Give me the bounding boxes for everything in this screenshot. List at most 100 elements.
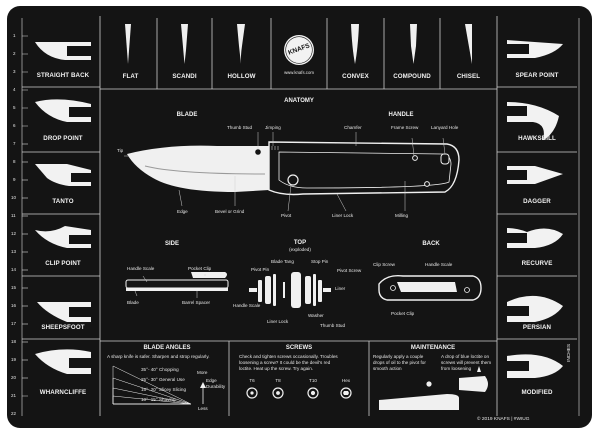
- maint-note2-2: screws will prevent them: [441, 360, 492, 365]
- part-milling: Milling: [395, 213, 409, 218]
- blade-heading: BLADE: [176, 112, 198, 118]
- maint-note2-1: A drop of blue loctite on: [441, 354, 490, 359]
- ruler-14: 14: [11, 267, 17, 272]
- angle-slicey-slicing: 15°- 20° Slicey Slicing: [141, 387, 187, 392]
- ruler-18: 18: [11, 339, 17, 344]
- top-pivot-pin: Pivot Pin: [251, 267, 270, 272]
- maint-note1-1: Regularly apply a couple: [373, 354, 424, 359]
- top-thumb-stud: Thumb Stud: [320, 323, 346, 328]
- blade-angles-heading: BLADE ANGLES: [143, 345, 191, 351]
- screw-hex: Hex: [341, 378, 351, 383]
- maint-note1-2: drops of oil to the pivot for: [373, 360, 426, 365]
- maintenance-heading: MAINTENANCE: [410, 345, 456, 351]
- back-pocket-clip: Pocket Clip: [391, 311, 415, 316]
- part-thumb-stud: Thumb Stud: [227, 125, 253, 130]
- shape-label-straight-back: STRAIGHT BACK: [36, 72, 90, 79]
- side-barrel-spacer: Barrel Spacer: [182, 300, 211, 305]
- grind-label-chisel: CHISEL: [456, 73, 481, 80]
- ruler-1: 1: [13, 33, 16, 38]
- mat-linework: [21, 16, 580, 416]
- part-frame-screw: Frame Screw: [391, 125, 419, 130]
- durability-label: Edge Durability: [206, 378, 226, 389]
- screws-note-2: loosening a screw? It could be the devil…: [239, 360, 331, 365]
- grind-label-compound: COMPOUND: [393, 73, 431, 80]
- back-handle-scale: Handle Scale: [425, 262, 453, 267]
- ruler-12: 12: [11, 231, 17, 236]
- shape-label-clip-point: CLIP POINT: [45, 260, 81, 267]
- screws-note-1: Check and tighten screws occasionally. T…: [239, 354, 338, 359]
- ruler-3: 3: [13, 69, 16, 74]
- part-pivot: Pivot: [281, 213, 292, 218]
- side-pocket-clip: Pocket Clip: [188, 266, 212, 271]
- maint-note1-3: smooth action: [373, 366, 402, 371]
- grind-label-convex: CONVEX: [342, 73, 369, 80]
- ruler-15: 15: [11, 285, 17, 290]
- top-heading: TOP: [293, 240, 307, 246]
- ruler-9: 9: [13, 177, 16, 182]
- angle-chopping: 35°- 40° Chopping: [141, 367, 179, 372]
- back-clip-screw: Clip Screw: [373, 262, 395, 267]
- shape-label-hawksbill: HAWKSBILL: [518, 135, 556, 142]
- part-bevel: Bevel or Grind: [215, 209, 245, 214]
- shape-label-persian: PERSIAN: [522, 324, 552, 331]
- shape-label-modified: MODIFIED: [521, 389, 553, 396]
- ruler-units: INCHES: [567, 343, 572, 362]
- ruler-4: 4: [13, 87, 16, 92]
- shape-label-spear-point: SPEAR POINT: [515, 72, 559, 79]
- ruler-7: 7: [13, 141, 16, 146]
- blade-angles-note: A sharp knife is safer. Sharpen and stro…: [107, 354, 210, 359]
- part-tip: Tip: [117, 148, 124, 153]
- top-liner-lock: Liner Lock: [267, 319, 289, 324]
- durability-more: More: [197, 370, 208, 375]
- grind-label-flat: FLAT: [122, 73, 139, 80]
- shape-label-wharncliffe: WHARNCLIFFE: [39, 389, 87, 396]
- shape-label-dagger: DAGGER: [523, 198, 551, 205]
- top-handle-scale: Handle Scale: [233, 303, 261, 308]
- ruler-22: 22: [11, 411, 17, 416]
- top-blade-tang: Blade Tang: [271, 259, 294, 264]
- angle-shaving: 10°- 15° Shaving: [141, 397, 176, 402]
- side-heading: SIDE: [164, 241, 179, 247]
- screws-heading: SCREWS: [285, 345, 313, 351]
- ruler-20: 20: [11, 375, 17, 380]
- ruler-13: 13: [11, 249, 17, 254]
- grind-label-hollow: HOLLOW: [227, 73, 256, 80]
- side-handle-scale: Handle Scale: [127, 266, 155, 271]
- shape-label-drop-point: DROP POINT: [43, 135, 83, 142]
- ruler-5: 5: [13, 105, 16, 110]
- shape-label-sheepsfoot: SHEEPSFOOT: [41, 324, 85, 331]
- shape-label-tanto: TANTO: [52, 198, 74, 205]
- shape-label-recurve: RECURVE: [521, 260, 553, 267]
- ruler-2: 2: [13, 51, 16, 56]
- ruler-17: 17: [11, 321, 17, 326]
- knife-mat: FLAT SCANDI HOLLOW CONVEX COMPOUND CHISE…: [7, 6, 592, 428]
- ruler-11: 11: [11, 213, 16, 218]
- back-heading: BACK: [422, 241, 440, 247]
- top-subheading: (exploded): [289, 247, 311, 252]
- durability-less: Less: [198, 406, 208, 411]
- screw-t6: T6: [249, 378, 255, 383]
- top-stop-pin: Stop Pin: [311, 259, 329, 264]
- part-lanyard-hole: Lanyard Hole: [431, 125, 459, 130]
- maint-note2-3: from loosening: [441, 366, 472, 371]
- grind-label-scandi: SCANDI: [172, 73, 197, 80]
- site-url: www.knafs.com: [284, 70, 314, 75]
- ruler-10: 10: [11, 195, 17, 200]
- ruler-6: 6: [13, 123, 16, 128]
- ruler-16: 16: [11, 303, 17, 308]
- anatomy-title: ANATOMY: [284, 98, 314, 104]
- ruler-19: 19: [11, 357, 17, 362]
- screw-t8: T8: [275, 378, 281, 383]
- part-edge: Edge: [177, 209, 188, 214]
- part-jimping: Jimping: [265, 125, 281, 130]
- ruler-8: 8: [13, 159, 16, 164]
- footer-copyright: © 2019 KNAFS | #WIUG: [477, 417, 530, 422]
- top-washer: Washer: [308, 313, 324, 318]
- top-pivot-screw: Pivot Screw: [337, 268, 362, 273]
- top-liner: Liner: [335, 286, 346, 291]
- side-blade: Blade: [127, 300, 139, 305]
- screws-note-3: loctite. Heat up the screw. Try again.: [239, 366, 314, 371]
- angle-general-use: 25°- 30° General Use: [141, 377, 185, 382]
- part-chamfer: Chamfer: [344, 125, 362, 130]
- screw-t10: T10: [309, 378, 317, 383]
